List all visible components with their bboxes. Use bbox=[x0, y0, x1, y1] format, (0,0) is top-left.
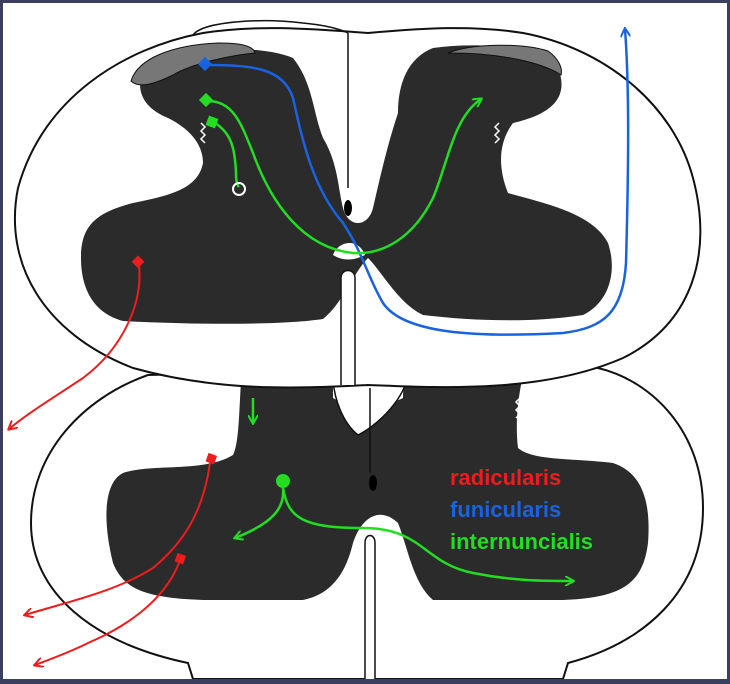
internuncialis-pathway bbox=[198, 92, 573, 581]
lower-gray-matter bbox=[106, 375, 649, 600]
lower-central-canal bbox=[369, 475, 377, 491]
radicularis-cell-marker-2 bbox=[205, 452, 218, 465]
upper-spinal-segment bbox=[13, 20, 702, 389]
lower-white-matter bbox=[29, 363, 705, 679]
radicularis-cell-marker-1 bbox=[131, 255, 145, 269]
legend-radicularis: radicularis bbox=[450, 465, 562, 490]
right-posterior-cap bbox=[447, 44, 562, 76]
internuncialis-synapse-ring bbox=[232, 182, 246, 196]
right-root-entry bbox=[493, 122, 501, 144]
radicularis-arrow-3 bbox=[35, 562, 180, 665]
left-root-entry bbox=[199, 122, 207, 144]
lower-spinal-segment bbox=[29, 363, 705, 679]
internuncialis-cell-marker-2 bbox=[205, 115, 219, 129]
upper-dorsal-bump bbox=[192, 20, 349, 36]
left-posterior-cap bbox=[130, 42, 256, 86]
radicularis-arrow-1 bbox=[9, 264, 141, 429]
internuncialis-right-branch bbox=[281, 487, 573, 581]
diagram-frame: radicularis funicularis internuncialis bbox=[3, 3, 727, 679]
legend-internuncialis: internuncialis bbox=[450, 529, 594, 554]
lower-wavy-edge bbox=[514, 397, 522, 419]
internuncialis-cross-arrow bbox=[207, 99, 481, 255]
radicularis-cell-marker-3 bbox=[174, 552, 187, 565]
lower-anterior-fissure bbox=[364, 534, 376, 679]
legend-funicularis: funicularis bbox=[450, 497, 562, 522]
radicularis-pathway bbox=[9, 255, 218, 665]
spinal-cord-diagram bbox=[3, 20, 705, 679]
internuncialis-cell-lower bbox=[276, 474, 290, 488]
internuncialis-short-path bbox=[214, 121, 240, 188]
upper-central-canal bbox=[344, 200, 352, 216]
upper-gray-matter bbox=[81, 45, 612, 324]
funicularis-arrow bbox=[205, 29, 628, 336]
radicularis-arrow-2 bbox=[25, 462, 211, 615]
upper-anterior-fissure bbox=[340, 269, 356, 385]
